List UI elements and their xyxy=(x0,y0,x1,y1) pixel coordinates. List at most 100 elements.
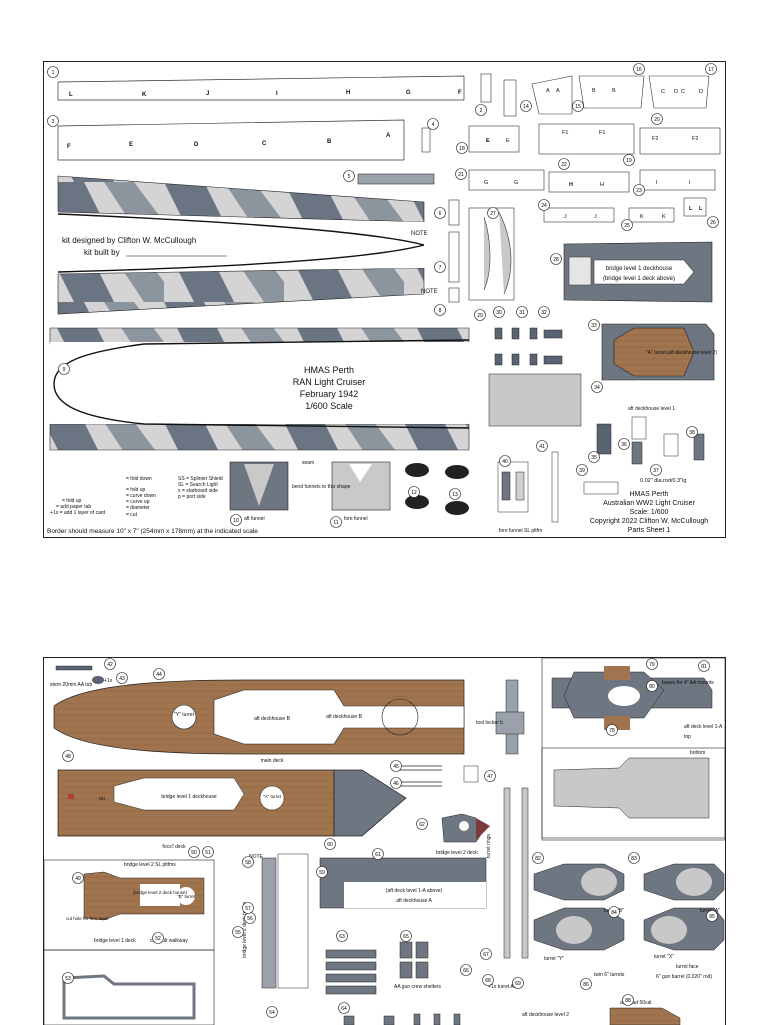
strip3-letter-b: B xyxy=(327,139,332,145)
svg-text:K: K xyxy=(662,214,666,220)
part-number-circle xyxy=(623,154,635,166)
part-number-label: 9 xyxy=(63,367,66,373)
part-number-label: 64 xyxy=(341,1006,347,1012)
part-43 xyxy=(92,676,104,684)
part-number-label: 24 xyxy=(541,203,547,209)
part-letters: A A B B C C D D E E F1 F1 F2 F2 G G H H … xyxy=(484,88,703,220)
part-number-label: 54 xyxy=(269,1010,275,1016)
svg-text:focs'l deck: focs'l deck xyxy=(162,844,186,850)
part-number-label: 27 xyxy=(490,211,496,217)
part-number-label: 25 xyxy=(624,223,630,229)
part-number-label: 82 xyxy=(535,856,541,862)
part-number-label: 84 xyxy=(611,910,617,916)
part-number-circle xyxy=(558,158,570,170)
parts-45-46 xyxy=(396,765,442,787)
part-number-circle xyxy=(622,994,634,1006)
part-number-label: 6 xyxy=(439,211,442,217)
part-number-circle xyxy=(242,902,254,914)
svg-text:catapult walkway: catapult walkway xyxy=(150,938,188,944)
part-number-circle xyxy=(618,438,630,450)
part-48-focsl-deck: bridge level 1 deckhouse "A" turret (B) … xyxy=(57,769,407,850)
parts-sheet-2: stern 20mm AA tub +1x "Y" turret aft dec… xyxy=(43,657,726,1025)
svg-text:Copyright 2022 Clifton W. McCu: Copyright 2022 Clifton W. McCullough xyxy=(590,518,708,525)
part-number-circle xyxy=(202,846,214,858)
part-number-circle xyxy=(536,440,548,452)
part-number-label: 10 xyxy=(233,518,239,524)
part-number-label: 67 xyxy=(483,952,489,958)
part-number-circle xyxy=(608,906,620,918)
part-number-label: 51 xyxy=(205,850,211,856)
svg-text:bases for 4" AA mounts: bases for 4" AA mounts xyxy=(662,680,714,686)
part-number-label: 48 xyxy=(65,754,71,760)
part-number-label: 52 xyxy=(155,936,161,942)
part-number-circle xyxy=(456,142,468,154)
svg-text:H: H xyxy=(569,182,573,188)
part-number-circle xyxy=(116,672,128,684)
part-number-circle xyxy=(646,658,658,670)
svg-text:D: D xyxy=(674,89,678,95)
part-number-circle xyxy=(650,464,662,476)
svg-text:F1: F1 xyxy=(562,130,568,136)
part-number-label: 78 xyxy=(609,728,615,734)
part-number-circle xyxy=(580,978,592,990)
svg-text:"Y" turret: "Y" turret xyxy=(174,712,195,718)
part-number-label: 5 xyxy=(348,174,351,180)
svg-text:C: C xyxy=(681,89,685,95)
part-number-circle xyxy=(336,930,348,942)
svg-text:G: G xyxy=(514,180,518,186)
part-number-circle xyxy=(516,306,528,318)
part-number-circle xyxy=(588,451,600,463)
part-number-circle xyxy=(230,514,242,526)
svg-text:F2: F2 xyxy=(692,136,698,142)
part-number-circle xyxy=(651,113,663,125)
part-number-circle xyxy=(400,930,412,942)
part-number-label: 20 xyxy=(654,117,660,123)
part-number-circle xyxy=(390,777,402,789)
svg-text:= curve up: = curve up xyxy=(126,499,150,505)
part-number-circle xyxy=(427,118,439,130)
svg-text:= curve down: = curve down xyxy=(126,493,156,499)
svg-text:bridge level 2 deck house: bridge level 2 deck house xyxy=(242,901,248,958)
svg-text:G: G xyxy=(484,180,488,186)
title-ship-type: RAN Light Cruiser xyxy=(293,377,366,387)
part-number-circle xyxy=(232,926,244,938)
svg-text:= diameter: = diameter xyxy=(126,505,150,511)
svg-text:bottom: bottom xyxy=(690,750,705,756)
strip1-letter-j: J xyxy=(206,91,209,97)
part-number-label: 13 xyxy=(452,492,458,498)
sheet1-drawing: L K J I H G F F E D C B A kit designed b… xyxy=(47,63,721,535)
svg-text:Australian WW2 Light Cruiser: Australian WW2 Light Cruiser xyxy=(603,500,695,507)
svg-text:A: A xyxy=(546,88,550,94)
part-27 xyxy=(483,211,512,295)
part-number-label: 62 xyxy=(419,822,425,828)
svg-text:"A" turret: "A" turret xyxy=(263,794,282,799)
part-number-label: 56 xyxy=(247,916,253,922)
svg-text:J: J xyxy=(594,214,597,220)
strip1-letter-i: I xyxy=(276,91,278,97)
svg-text:turret rings: turret rings xyxy=(486,834,492,858)
parts-sheet-1: L K J I H G F F E D C B A kit designed b… xyxy=(43,61,726,538)
funnel-parts: aft funnel fore funnel seam bend funnels… xyxy=(229,460,542,534)
part-number-label: 85 xyxy=(709,914,715,920)
part-number-circle xyxy=(474,309,486,321)
part-28-bridge-deckhouse: bridge level 1 deckhouse (bridge level 1… xyxy=(563,241,713,303)
svg-text:C: C xyxy=(661,89,665,95)
strip3-letter-e: E xyxy=(129,142,133,148)
border-note: Border should measure 10" x 7" (254mm x … xyxy=(47,528,258,535)
part-number-circle xyxy=(324,838,336,850)
svg-text:6" gun barrel (0.020" rod): 6" gun barrel (0.020" rod) xyxy=(656,974,712,980)
part-number-circle xyxy=(550,253,562,265)
part-number-label: 14 xyxy=(523,104,529,110)
part-number-label: 80 xyxy=(649,684,655,690)
sheet2-drawing: stern 20mm AA tub +1x "Y" turret aft dec… xyxy=(44,658,725,1025)
part-number-label: 29 xyxy=(477,313,483,319)
part-number-circle xyxy=(390,760,402,772)
seam-label: seam xyxy=(302,460,314,466)
strip3-letter-d: D xyxy=(194,142,199,148)
builder-credit: kit built by xyxy=(84,248,120,257)
svg-text:= fold up: = fold up xyxy=(126,487,146,493)
part-number-circle xyxy=(606,724,618,736)
part-number-circle xyxy=(633,184,645,196)
svg-text:aft deckhouse level 2: aft deckhouse level 2 xyxy=(522,1012,569,1018)
